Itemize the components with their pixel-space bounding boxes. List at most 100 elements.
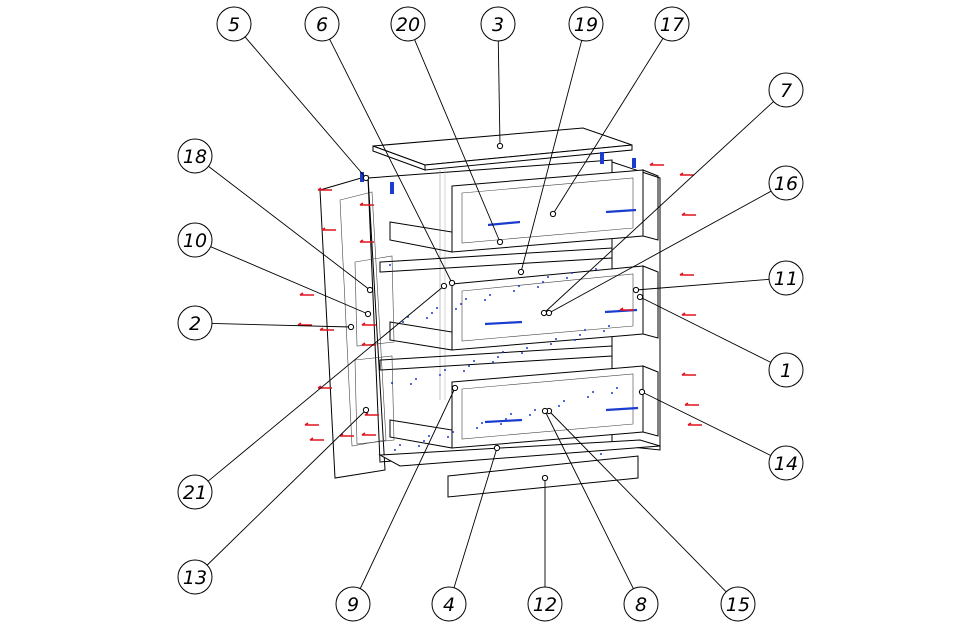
hole-dot (489, 294, 491, 296)
fastener-pin (679, 272, 694, 276)
hole-dot (447, 436, 449, 438)
hole-dot (611, 392, 613, 394)
fastener-pin (359, 202, 374, 206)
hole-dot (481, 422, 483, 424)
callout-circle (177, 305, 213, 341)
fastener-pin (317, 187, 332, 191)
leader-dot (347, 323, 355, 331)
callout-5: 5 (216, 6, 370, 182)
leader-dot (451, 384, 459, 392)
callout-number: 13 (183, 567, 207, 589)
hole-dot (513, 290, 515, 292)
hole-dot (436, 307, 438, 309)
hole-dot (603, 330, 605, 332)
hole-dot (505, 418, 507, 420)
callout-circle (654, 6, 690, 42)
hole-dot (502, 351, 504, 353)
hole-dot (555, 338, 557, 340)
callout-circle (177, 474, 213, 510)
hole-dot (402, 321, 404, 323)
hole-dot (452, 431, 454, 433)
hole-dot (444, 369, 446, 371)
leader-line (544, 410, 634, 589)
callout-number: 8 (635, 594, 647, 616)
leader-line (639, 296, 771, 363)
callout-number: 14 (774, 453, 798, 475)
callout-12: 12 (527, 474, 563, 622)
callout-20: 20 (390, 6, 504, 246)
hole-dot (500, 423, 502, 425)
fastener-pin (361, 322, 376, 326)
leader-dot (541, 474, 549, 482)
leader-line (548, 190, 772, 314)
hole-dot (399, 444, 401, 446)
hole-dot (547, 276, 549, 278)
hole-dot (468, 365, 470, 367)
hole-dot (492, 361, 494, 363)
callout-circle (335, 586, 371, 622)
leader-dot (366, 286, 374, 294)
callout-number: 11 (774, 268, 798, 290)
callout-number: 20 (396, 14, 420, 36)
hole-dot (455, 308, 457, 310)
leader-dot (636, 293, 644, 301)
callout-circle (568, 6, 604, 42)
leader-dot (496, 142, 504, 150)
fastener-pin (299, 292, 314, 296)
drawer-top (389, 169, 644, 253)
fastener-pin (687, 422, 702, 426)
hole-dot (521, 352, 523, 354)
hole-dot (587, 396, 589, 398)
callout-21: 21 (177, 282, 448, 510)
hole-dot (418, 445, 420, 447)
callout-8: 8 (541, 407, 659, 622)
callout-circle (177, 222, 213, 258)
leader-line (552, 38, 664, 215)
callout-circle (216, 6, 252, 42)
callout-15: 15 (545, 407, 756, 622)
callout-number: 17 (660, 14, 684, 36)
hole-dot (473, 360, 475, 362)
leader-dot (545, 309, 553, 317)
fastener-pin (679, 172, 694, 176)
callout-number: 6 (316, 14, 328, 36)
leader-dot (540, 309, 548, 317)
callout-number: 21 (183, 482, 207, 504)
fastener-pin (619, 307, 634, 311)
callout-18: 18 (177, 138, 374, 294)
leader-dot (493, 444, 501, 452)
callout-number: 2 (189, 313, 201, 335)
hole-dot (584, 329, 586, 331)
leader-dot (541, 407, 549, 415)
hole-dot (428, 435, 430, 437)
hole-dot (426, 317, 428, 319)
leader-dot (440, 282, 448, 290)
leader-line (210, 246, 369, 315)
leader-dot (362, 174, 370, 182)
fastener-pin (304, 422, 319, 426)
hole-dot (463, 370, 465, 372)
callout-14: 14 (638, 388, 804, 481)
callout-circle (768, 445, 804, 481)
hole-dot (558, 405, 560, 407)
callout-2: 2 (177, 305, 355, 341)
callout-3: 3 (480, 6, 516, 150)
fastener-pin (684, 402, 699, 406)
hole-dot (574, 339, 576, 341)
callout-circle (768, 165, 804, 201)
hole-dot (592, 391, 594, 393)
callout-number: 4 (443, 594, 455, 616)
hole-dot (526, 347, 528, 349)
callout-circle (431, 586, 467, 622)
bottom-panel (378, 439, 661, 467)
leader-line (208, 165, 371, 291)
hole-dot (439, 374, 441, 376)
cabinet-drawing (297, 127, 702, 498)
hole-dot (534, 409, 536, 411)
callout-10: 10 (177, 222, 372, 318)
callout-19: 19 (517, 6, 604, 276)
callout-4: 4 (431, 444, 501, 622)
fastener-pin (339, 433, 354, 437)
leader-line (641, 391, 771, 456)
